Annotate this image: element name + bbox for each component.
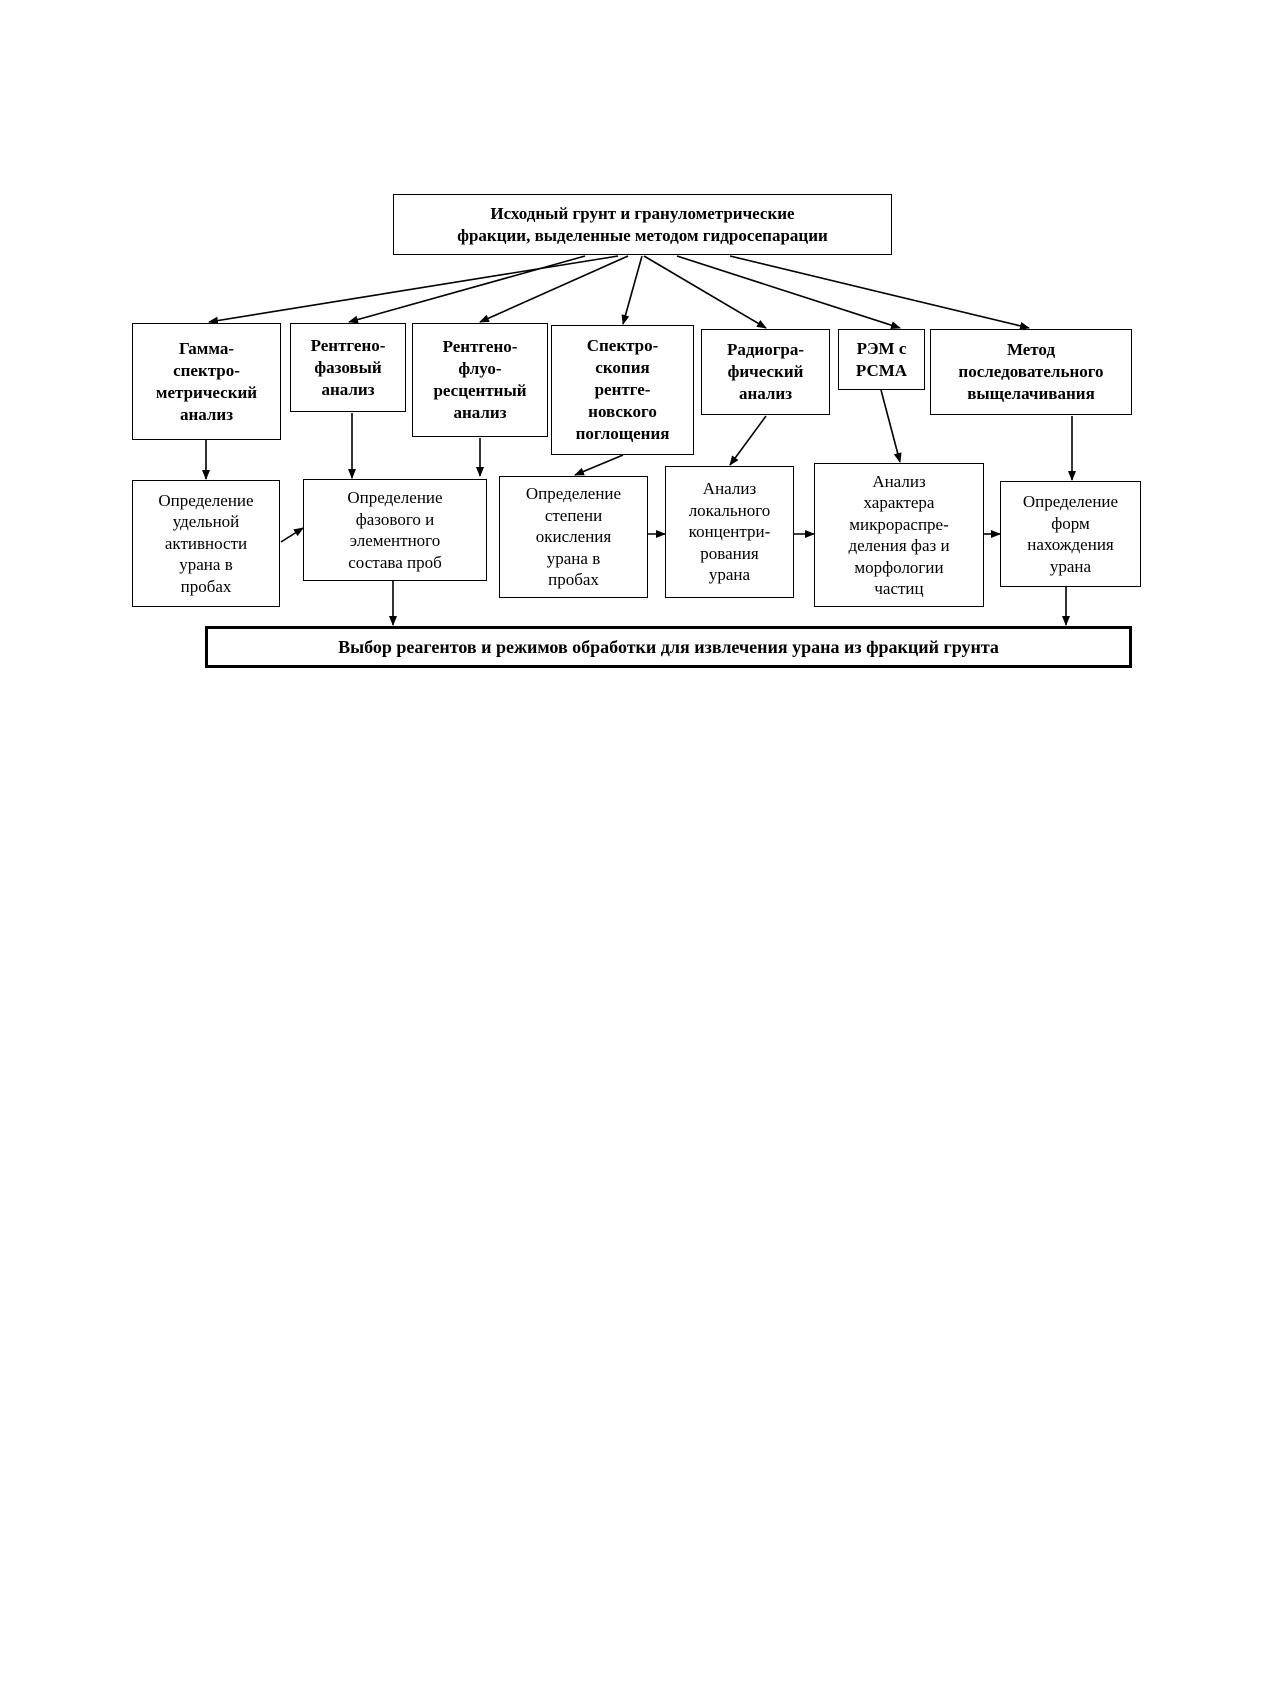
result-box-composition: Определение фазового и элементного соста… — [303, 479, 487, 581]
arrow-source-to-xas — [621, 255, 643, 325]
method-box-leaching: Метод последовательного выщелачивания — [930, 329, 1132, 415]
arrow-source-to-gamma — [208, 255, 619, 325]
result-box-oxidation: Определение степени окисления урана в пр… — [499, 476, 648, 598]
result-label: Определение удельной активности урана в … — [158, 490, 254, 596]
result-label: Анализ локального концентри- рования ура… — [688, 479, 771, 585]
result-box-forms: Определение форм нахождения урана — [1000, 481, 1141, 587]
result-label: Определение степени окисления урана в пр… — [525, 484, 622, 590]
method-box-sem: РЭМ с РСМА — [838, 329, 925, 390]
method-label: Радиогра- фический анализ — [726, 340, 805, 403]
arrow-source-to-sem — [676, 255, 901, 330]
result-label: Определение фазового и элементного соста… — [347, 488, 443, 572]
source-label: Исходный грунт и гранулометрические фрак… — [457, 203, 828, 245]
arrow-sem-to-distribution — [880, 389, 902, 463]
method-box-xrf: Рентгено- флуо- ресцентный анализ — [412, 323, 548, 437]
result-box-distribution: Анализ характера микрораспре- деления фа… — [814, 463, 984, 607]
result-label: Определение форм нахождения урана — [1022, 492, 1119, 576]
method-label: РЭМ с РСМА — [855, 338, 908, 380]
arrow-activity-to-composition — [280, 527, 304, 543]
result-box-local-concentration: Анализ локального концентри- рования ура… — [665, 466, 794, 598]
method-label: Гамма- спектро- метрический анализ — [155, 338, 258, 424]
result-label: Анализ характера микрораспре- деления фа… — [848, 471, 950, 599]
arrow-source-to-xrf — [479, 255, 629, 323]
arrow-xas-to-oxidation — [574, 454, 624, 476]
method-box-xrd: Рентгено- фазовый анализ — [290, 323, 406, 412]
method-box-xas: Спектро- скопия рентге- новского поглоще… — [551, 325, 694, 455]
method-label: Рентгено- фазовый анализ — [310, 335, 386, 399]
arrow-source-to-leaching — [729, 255, 1030, 330]
method-label: Спектро- скопия рентге- новского поглоще… — [575, 336, 670, 443]
arrow-source-to-radiography — [643, 255, 767, 329]
method-label: Рентгено- флуо- ресцентный анализ — [433, 337, 527, 422]
final-box: Выбор реагентов и режимов обработки для … — [205, 626, 1132, 668]
final-label: Выбор реагентов и режимов обработки для … — [338, 637, 999, 657]
source-box: Исходный грунт и гранулометрические фрак… — [393, 194, 892, 255]
arrow-source-to-xrd — [348, 255, 586, 324]
method-box-gamma: Гамма- спектро- метрический анализ — [132, 323, 281, 440]
arrow-radiography-to-local — [729, 415, 767, 466]
method-box-radiography: Радиогра- фический анализ — [701, 329, 830, 415]
result-box-activity: Определение удельной активности урана в … — [132, 480, 280, 607]
method-label: Метод последовательного выщелачивания — [958, 340, 1104, 403]
